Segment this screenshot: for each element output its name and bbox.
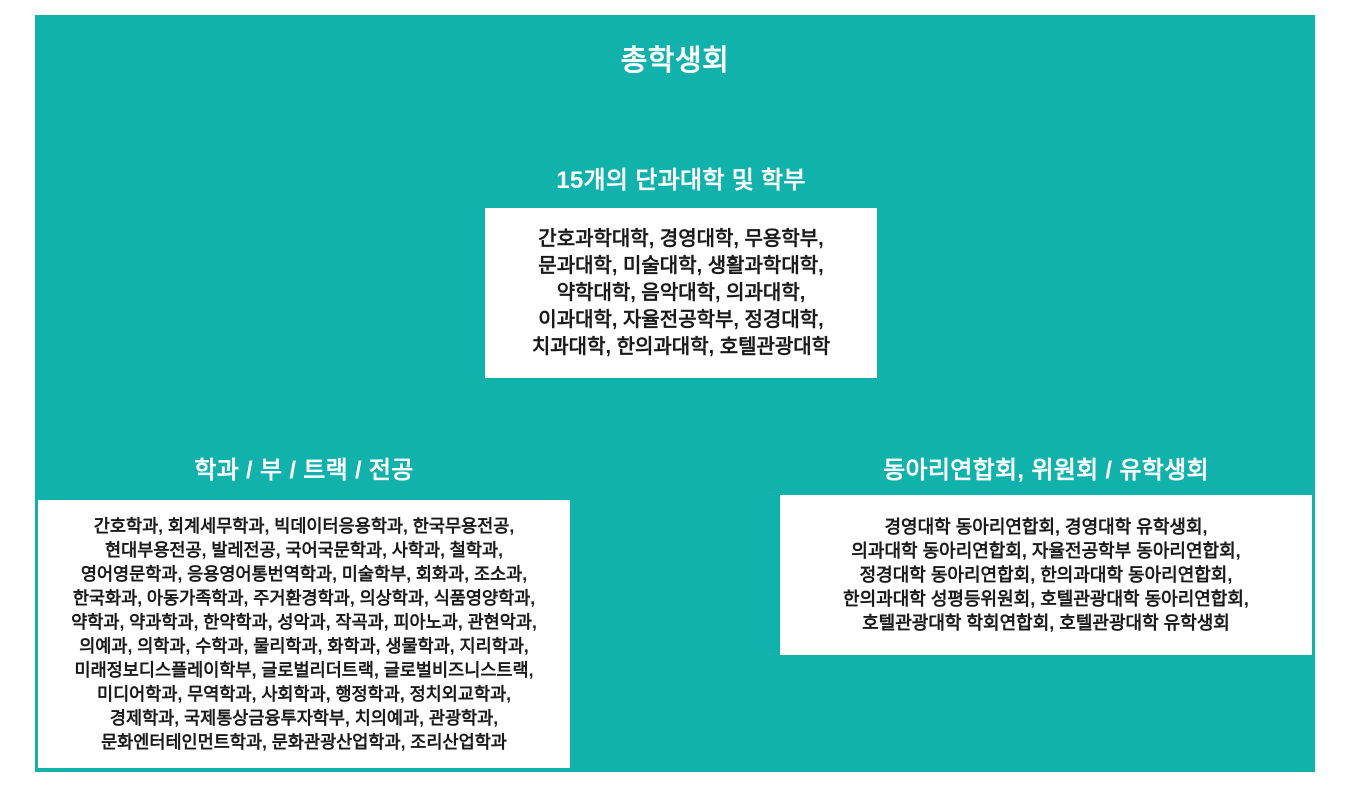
colleges-heading: 15개의 단과대학 및 학부	[556, 167, 806, 194]
colleges-box: 간호과학대학, 경영대학, 무용학부, 문과대학, 미술대학, 생활과학대학, …	[485, 208, 877, 378]
colleges-line: 간호과학대학, 경영대학, 무용학부,	[538, 227, 824, 250]
departments-line: 약학과, 약과학과, 한약학과, 성악과, 작곡과, 피아노과, 관현악과,	[71, 612, 537, 632]
colleges-line: 약학대학, 음악대학, 의과대학,	[556, 281, 806, 304]
clubs-box: 경영대학 동아리연합회, 경영대학 유학생회, 의과대학 동아리연합회, 자율전…	[780, 495, 1312, 655]
clubs-line: 경영대학 동아리연합회, 경영대학 유학생회,	[884, 517, 1208, 537]
colleges-line: 치과대학, 한의과대학, 호텔관광대학	[531, 335, 831, 358]
departments-line: 미래정보디스플레이학부, 글로벌리더트랙, 글로벌비즈니스트랙,	[74, 660, 534, 680]
clubs-line: 호텔관광대학 학회연합회, 호텔관광대학 유학생회	[862, 613, 1230, 633]
departments-line: 미디어학과, 무역학과, 사회학과, 행정학과, 정치외교학과,	[96, 684, 512, 704]
page-title: 총학생회	[620, 45, 730, 77]
departments-line: 한국화과, 아동가족학과, 주거환경학과, 의상학과, 식품영양학과,	[72, 588, 536, 608]
departments-line: 현대부용전공, 발레전공, 국어국문학과, 사학과, 철학과,	[105, 540, 503, 560]
departments-line: 의예과, 의학과, 수학과, 물리학과, 화학과, 생물학과, 지리학과,	[79, 636, 529, 656]
departments-line: 경제학과, 국제통상금융투자학부, 치의예과, 관광학과,	[109, 708, 499, 728]
clubs-heading: 동아리연합회, 위원회 / 유학생회	[883, 457, 1209, 484]
departments-line: 문화엔터테인먼트학과, 문화관광산업학과, 조리산업학과	[101, 732, 507, 752]
departments-heading: 학과 / 부 / 트랙 / 전공	[194, 457, 414, 484]
clubs-line: 한의과대학 성평등위원회, 호텔관광대학 동아리연합회,	[843, 589, 1249, 609]
departments-line: 영어영문학과, 응용영어통번역학과, 미술학부, 회화과, 조소과,	[80, 564, 528, 584]
clubs-line: 의과대학 동아리연합회, 자율전공학부 동아리연합회,	[851, 541, 1241, 561]
colleges-line: 문과대학, 미술대학, 생활과학대학,	[538, 254, 824, 277]
clubs-line: 정경대학 동아리연합회, 한의과대학 동아리연합회,	[859, 565, 1233, 585]
teal-panel: 총학생회 15개의 단과대학 및 학부 간호과학대학, 경영대학, 무용학부, …	[35, 15, 1315, 772]
departments-box: 간호학과, 회계세무학과, 빅데이터응용학과, 한국무용전공, 현대부용전공, …	[38, 500, 570, 768]
colleges-line: 이과대학, 자율전공학부, 정경대학,	[538, 308, 824, 331]
departments-line: 간호학과, 회계세무학과, 빅데이터응용학과, 한국무용전공,	[93, 516, 515, 536]
